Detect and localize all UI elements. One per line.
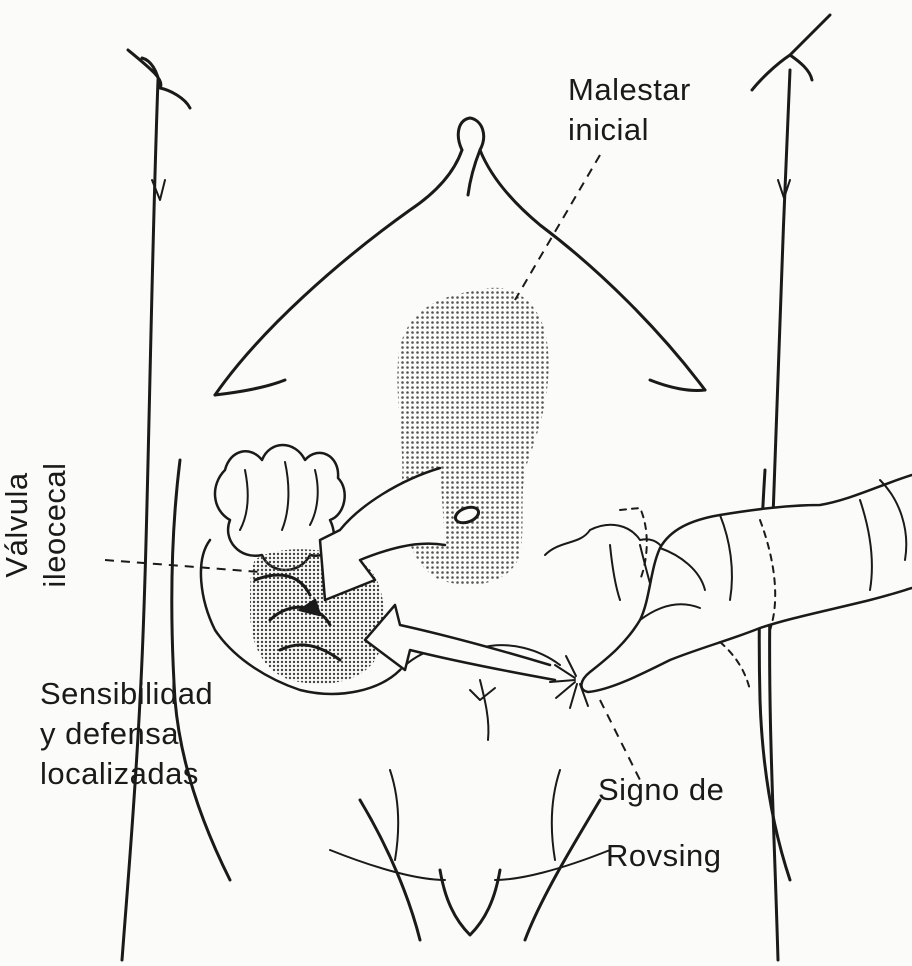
left-arm-outline <box>122 80 158 960</box>
groin-lines <box>360 800 600 940</box>
sensibilidad-label: Sensibilidad y defensa localizadas <box>40 674 213 794</box>
malestar-line-2: inicial <box>568 110 691 150</box>
malestar-leader-line <box>515 155 600 300</box>
valvula-leader-line <box>105 560 260 572</box>
sensibilidad-line-2: y defensa <box>40 714 213 754</box>
valvula-line-2: ileocecal <box>36 425 74 625</box>
malestar-line-1: Malestar <box>568 70 691 110</box>
signo-leader-line <box>600 700 640 780</box>
rovsing-label: Rovsing <box>606 836 722 876</box>
left-hand-fingers <box>128 50 190 108</box>
malestar-inicial-label: Malestar inicial <box>568 70 691 150</box>
referred-pain-arrow-upper <box>320 468 445 600</box>
valvula-line-1: Válvula <box>0 425 36 625</box>
valvula-ileocecal-label: Válvula ileocecal <box>0 425 74 625</box>
referred-pain-arrow-lower <box>365 605 555 680</box>
signo-de-label: Signo de <box>598 770 724 810</box>
sensibilidad-line-3: localizadas <box>40 754 213 794</box>
sensibilidad-line-1: Sensibilidad <box>40 674 213 714</box>
